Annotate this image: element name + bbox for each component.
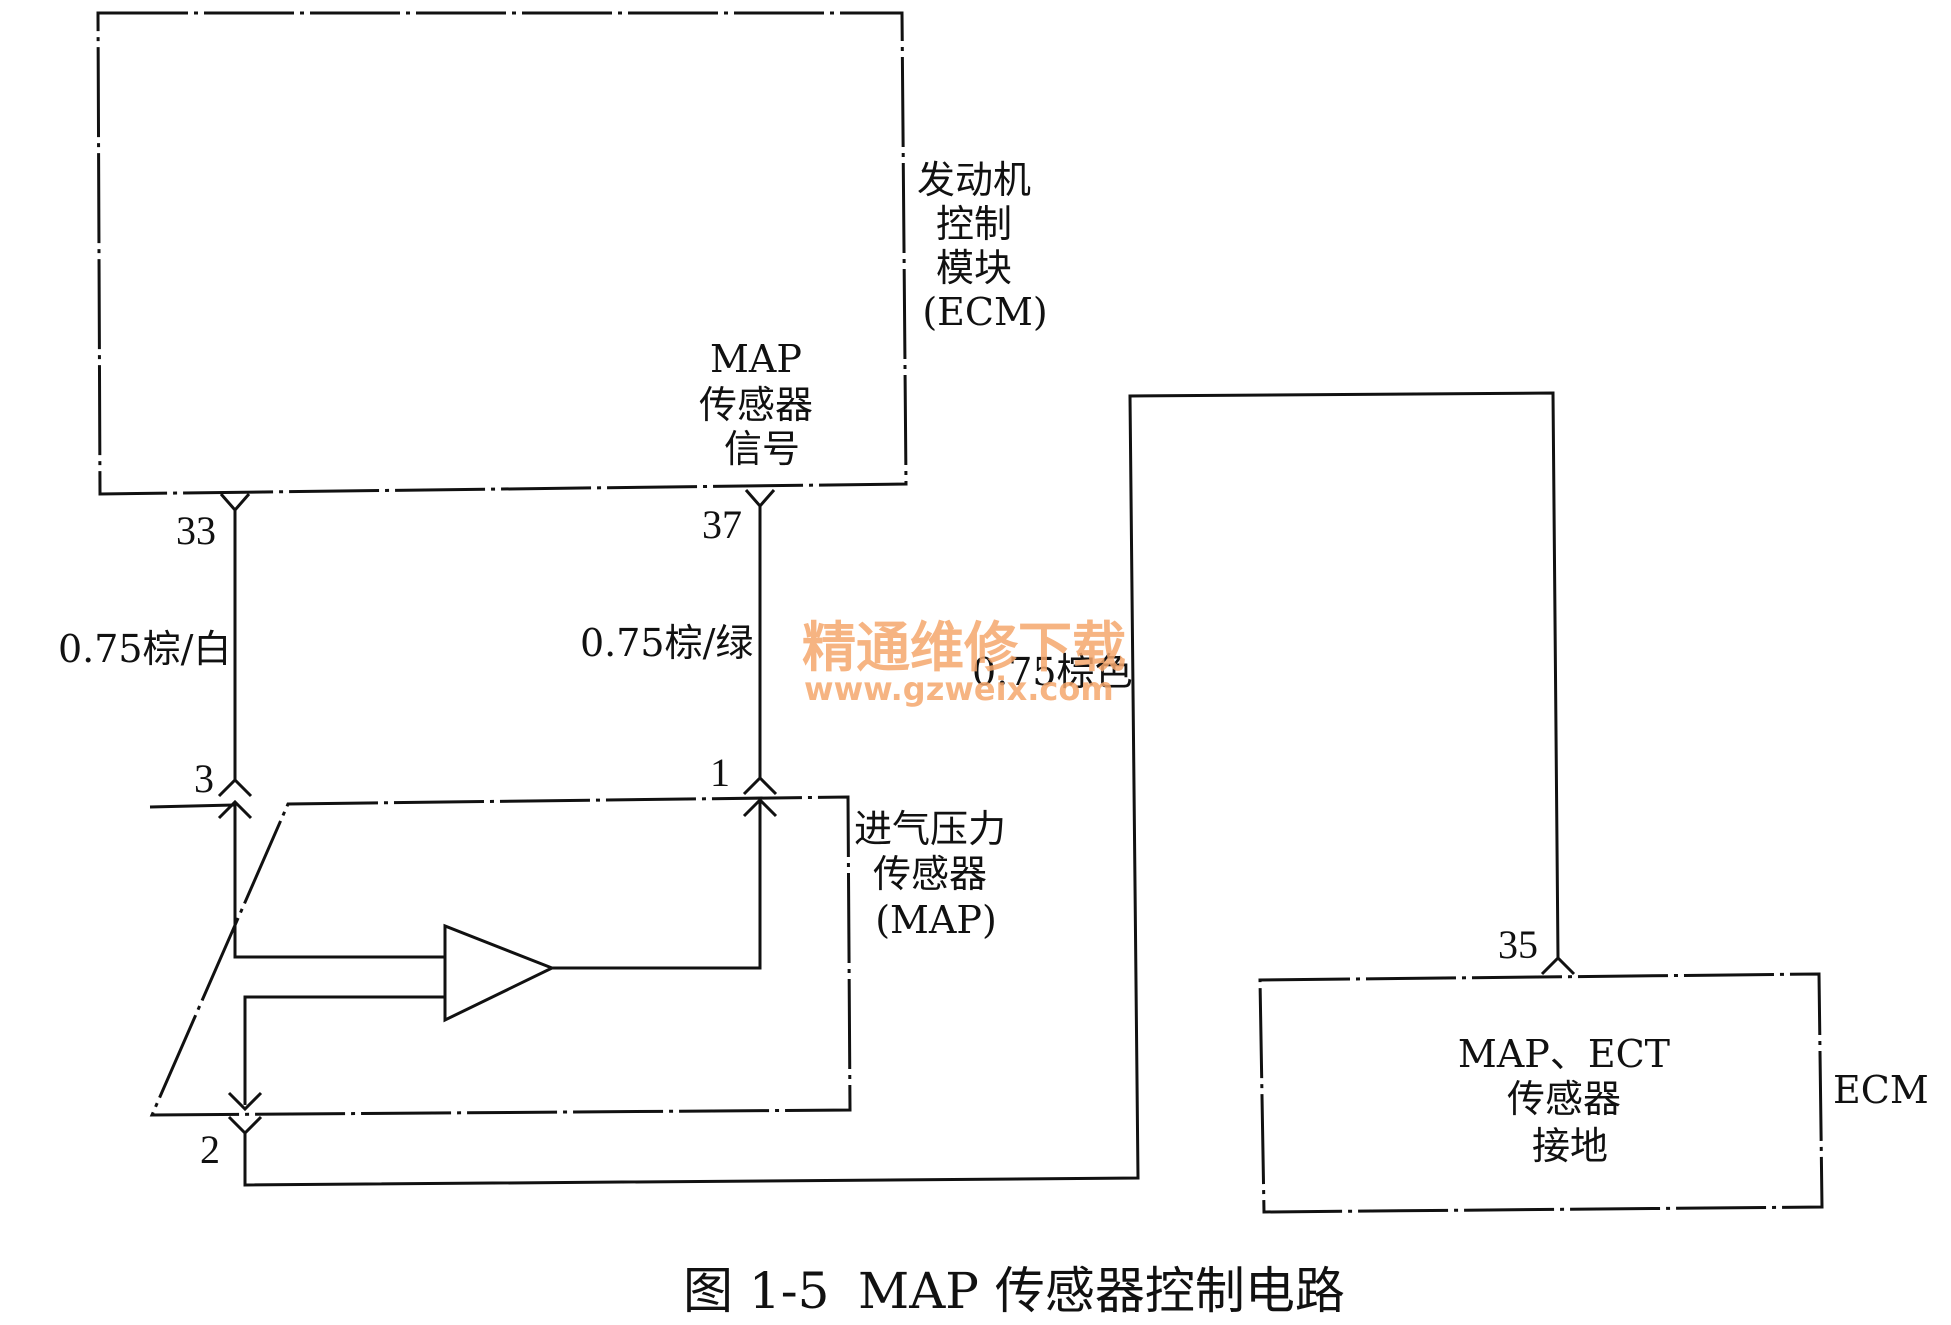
watermark-title: 精通维修下载 bbox=[802, 616, 1126, 679]
ground-block bbox=[1258, 972, 1824, 1214]
map-signal-line: 信号 bbox=[724, 427, 800, 471]
map-sensor-line: (MAP) bbox=[875, 898, 997, 942]
pin-35-connector bbox=[1540, 955, 1576, 976]
map-sensor-line: 进气压力 bbox=[854, 807, 1006, 851]
ground-block-text: MAP、ECT 传感器 接地 bbox=[1458, 1032, 1682, 1168]
pin-3-connector bbox=[217, 777, 253, 798]
ecm-name-line: 发动机 bbox=[917, 158, 1031, 202]
inner-arrow-bottom bbox=[227, 1091, 263, 1112]
ground-block-line: 传感器 bbox=[1507, 1077, 1621, 1121]
map-signal-label: MAP 传感器 信号 bbox=[699, 337, 825, 471]
amplifier-icon bbox=[443, 923, 556, 1023]
figure-title: MAP 传感器控制电路 bbox=[858, 1262, 1345, 1320]
map-sensor-line: 传感器 bbox=[873, 852, 987, 896]
ground-block-ecm-label: ECM bbox=[1833, 1068, 1929, 1112]
trace-amp-to-ground bbox=[243, 995, 445, 1105]
pin-33-connector bbox=[219, 493, 251, 513]
pin-2-connector bbox=[227, 1115, 263, 1136]
ground-block-line: MAP、ECT bbox=[1458, 1032, 1670, 1076]
map-sensor-name: 进气压力 传感器 (MAP) bbox=[854, 807, 1018, 942]
map-signal-line: MAP bbox=[710, 337, 802, 381]
figure-number: 图 1-5 bbox=[683, 1262, 829, 1320]
pin-1-connector bbox=[742, 775, 778, 796]
pin-33-label: 33 bbox=[176, 508, 216, 553]
ecm-name-line: 控制 bbox=[936, 202, 1012, 246]
ground-block-line: 接地 bbox=[1532, 1124, 1608, 1168]
ecm-name-line: 模块 bbox=[936, 246, 1012, 290]
map-sensor-block bbox=[149, 795, 852, 1117]
pin-2-label: 2 bbox=[200, 1127, 220, 1172]
trace-pin3-to-amp bbox=[233, 802, 445, 959]
ecm-name-line: (ECM) bbox=[922, 290, 1047, 334]
pin-37-connector bbox=[744, 489, 776, 509]
pin-37-label: 37 bbox=[702, 502, 742, 547]
wire-left-label: 0.75棕/白 bbox=[58, 627, 231, 671]
ecm-block bbox=[96, 11, 908, 496]
pin-3-label: 3 bbox=[194, 756, 214, 801]
pin-35-label: 35 bbox=[1498, 922, 1538, 967]
wire-right-label: 0.75棕色 bbox=[972, 650, 1133, 694]
wire-ground bbox=[243, 391, 1560, 1187]
watermark-url: www.gzweix.com bbox=[804, 670, 1114, 708]
map-signal-line: 传感器 bbox=[699, 383, 813, 427]
wire-middle-label: 0.75棕/绿 bbox=[580, 621, 753, 665]
pin-1-label: 1 bbox=[710, 750, 730, 795]
trace-amp-to-pin1 bbox=[552, 800, 762, 970]
ecm-name: 发动机 控制 模块 (ECM) bbox=[917, 158, 1048, 334]
